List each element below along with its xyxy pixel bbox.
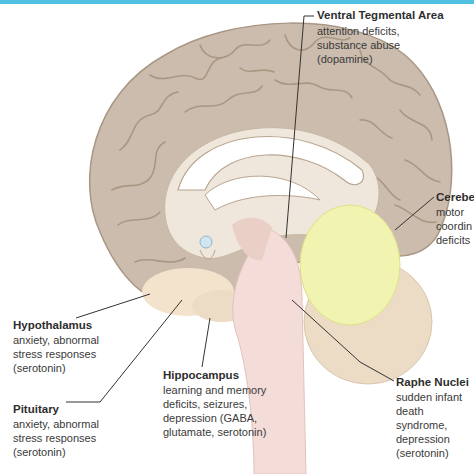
- region-name: Raphe Nuclei: [396, 375, 474, 389]
- region-description: learning and memory deficits, seizures, …: [163, 383, 271, 439]
- fornix: [205, 176, 320, 210]
- region-name: Ventral Tegmental Area: [317, 8, 467, 22]
- top-band: [0, 0, 474, 4]
- region-name: Hippocampus: [163, 368, 283, 382]
- region-description: anxiety, abnormal stress responses (sero…: [13, 417, 113, 459]
- stalk-line: [200, 250, 215, 259]
- thalamus: [232, 218, 272, 260]
- region-description: motor coordin deficits: [436, 205, 474, 247]
- leader-lines: [66, 16, 434, 402]
- region-description: attention deficits, substance abuse (dop…: [317, 24, 437, 66]
- region-description: sudden infant death syndrome, depression…: [396, 390, 474, 460]
- region-name: Pituitary: [13, 402, 113, 416]
- region-name: Hypothalamus: [13, 318, 123, 332]
- cerebellum-highlight: [300, 205, 400, 325]
- region-name: Cerebe: [436, 190, 474, 204]
- pituitary-symbol: [200, 236, 212, 248]
- gyri-lines: [112, 35, 440, 262]
- region-description: anxiety, abnormal stress responses (sero…: [13, 333, 113, 375]
